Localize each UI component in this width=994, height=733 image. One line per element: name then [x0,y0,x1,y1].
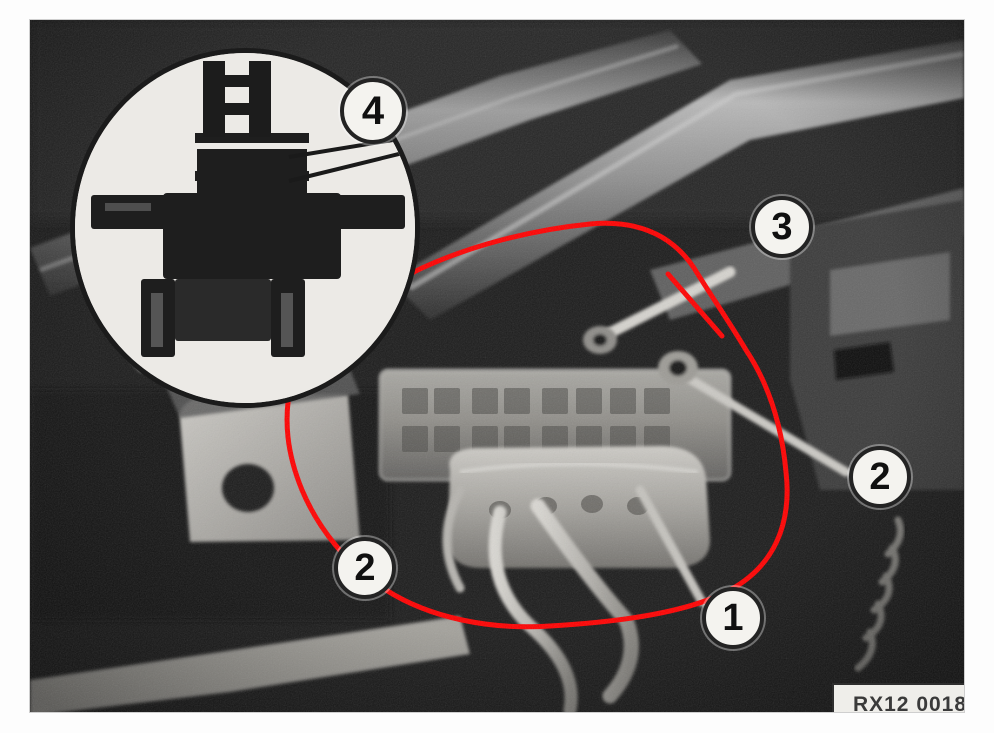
callout-2-right[interactable]: 2 [849,446,911,508]
callout-3[interactable]: 3 [751,196,813,258]
callout-2-left-label: 2 [354,546,376,589]
callout-1-label: 1 [722,596,744,639]
connector-detail-drawing [91,61,405,357]
callout-2-right-label: 2 [869,455,891,498]
callout-3-label: 3 [771,205,793,248]
inset-leader-line-b [288,149,412,183]
callout-4[interactable]: 4 [340,78,406,144]
reference-code-text: RX12 0018 [852,693,964,712]
reference-code-plate: RX12 0018 [832,683,964,712]
inset-leader-line-a [288,135,412,159]
service-photograph: 4 3 2 2 1 RX12 0018 [30,20,964,712]
callout-1[interactable]: 1 [702,587,764,649]
callout-2-left[interactable]: 2 [334,537,396,599]
callout-4-label: 4 [361,88,385,133]
